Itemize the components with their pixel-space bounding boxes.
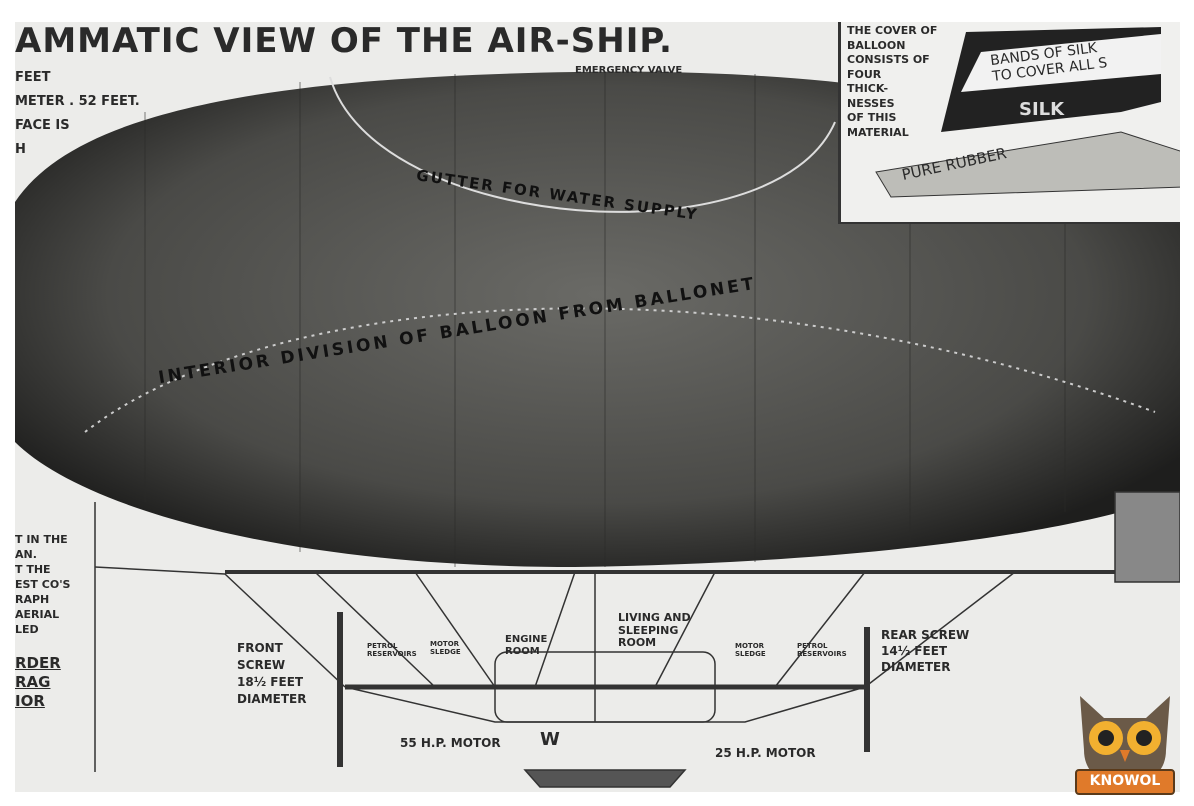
left-notes-bottom: RDER RAG IOR [15,654,61,711]
note-line: H [15,142,26,157]
water-gutter-line [329,76,836,213]
caption-line: BALLOON [847,38,906,52]
note-line: AERIAL [15,608,60,621]
note-line: RAG [15,673,51,691]
label-line: MOTOR [735,642,765,650]
note-line: LED [15,623,39,636]
title: AMMATIC VIEW OF THE AIR-SHIP. [15,22,673,61]
note-line: IOR [15,692,45,710]
label-line: DIAMETER [881,660,951,674]
owl-icon [1075,696,1175,795]
motor-55-label: 55 H.P. MOTOR [400,736,501,750]
caption-line: FOUR [847,67,882,81]
label-line: RESERVOIRS [367,650,417,659]
caption-line: NESSES [847,96,895,110]
label-line: PETROL [797,642,828,650]
caption-line: THE COVER OF [847,24,938,37]
emergency-valve-label: EMERGENCY VALVE [575,65,683,76]
label-line: REAR SCREW [881,628,970,642]
label-line: 18½ FEET [237,675,304,689]
label-line: ENGINE [505,634,548,645]
caption-line: MATERIAL [847,125,909,139]
note-line: METER . 52 FEET. [15,94,140,109]
note-line: RAPH [15,593,50,606]
label-line: FRONT [237,641,283,655]
label-line: PETROL [367,642,398,650]
label-line: LIVING AND [618,611,691,624]
note-line: EST CO'S [15,578,71,591]
balloon-ribs [144,72,1066,567]
logo-text: KNOWOL [1089,773,1161,789]
cover-material-inset: THE COVER OF BALLOON CONSISTS OF FOUR TH… [838,22,1180,224]
label-line: SLEDGE [735,650,766,659]
label-line: ROOM [505,645,540,657]
w-mark: W [540,729,560,750]
inset-caption: THE COVER OF BALLOON CONSISTS OF FOUR TH… [847,24,937,140]
rear-screw-label: REAR SCREW 14½ FEET DIAMETER [881,627,969,675]
knowol-logo: KNOWOL [1066,690,1184,798]
motor-25-label: 25 H.P. MOTOR [715,746,816,760]
silk-label: SILK [1019,99,1065,120]
label-line: SCREW [237,658,286,672]
label-line: ROOM [618,636,657,650]
label-line: DIAMETER [237,692,307,706]
label-line: MOTOR [430,640,460,648]
left-notes-top: FEET METER . 52 FEET. FACE IS H [15,66,140,162]
note-line: AN. [15,548,37,561]
material-layers-drawing [875,27,1180,198]
note-line: T THE [15,563,51,576]
airship-illustration: AMMATIC VIEW OF THE AIR-SHIP. FEET METER… [15,22,1180,792]
caption-line: OF THIS [847,111,897,124]
note-line: T IN THE [15,533,68,546]
front-screw-label: FRONT SCREW 18½ FEET DIAMETER [237,640,306,708]
label-line: SLEDGE [430,648,461,657]
label-line: RESERVOIRS [797,650,847,659]
label-line: 14½ FEET [881,644,948,658]
note-line: RDER [15,654,61,672]
rigging [94,491,1180,788]
caption-line: CONSISTS OF [847,53,930,66]
note-line: FEET [15,70,51,85]
caption-line: THICK- [847,82,889,95]
note-line: FACE IS [15,118,70,133]
left-notes-middle: T IN THE AN. T THE EST CO'S RAPH AERIAL … [15,532,70,637]
label-line: SLEEPING [618,623,679,637]
